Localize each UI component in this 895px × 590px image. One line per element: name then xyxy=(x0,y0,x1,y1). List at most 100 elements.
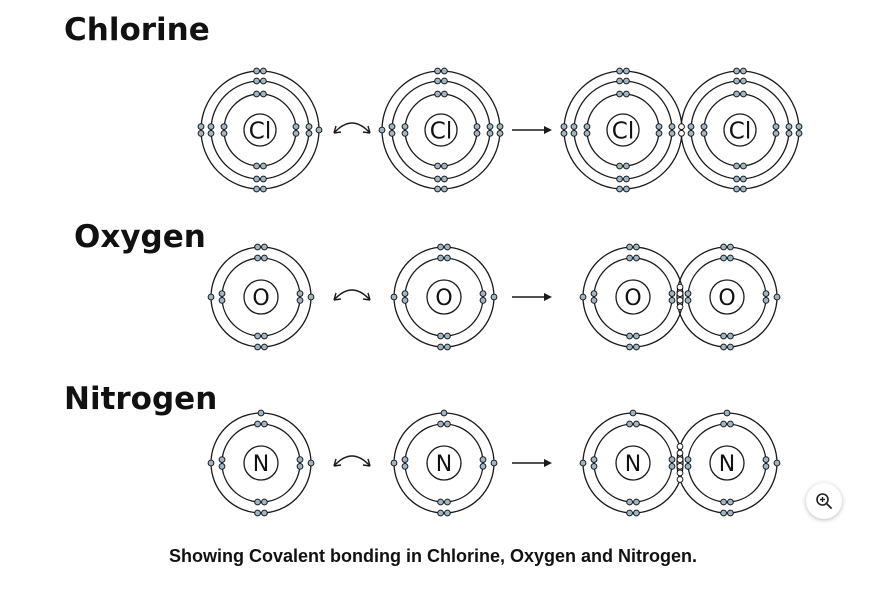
arrow-head-left xyxy=(333,125,342,134)
electron xyxy=(668,130,676,137)
electron xyxy=(785,123,793,130)
exchange-arrow xyxy=(333,289,371,301)
nucleus xyxy=(426,445,462,481)
electron xyxy=(220,123,228,130)
electron xyxy=(583,123,591,130)
electron xyxy=(437,254,445,262)
electron xyxy=(590,297,598,304)
electron xyxy=(218,463,226,470)
electron xyxy=(700,130,708,137)
electron xyxy=(720,243,727,251)
electron xyxy=(633,343,640,351)
arrow-head-left xyxy=(333,292,342,301)
shared-electrons xyxy=(676,443,684,483)
electron xyxy=(626,509,633,517)
electron xyxy=(253,185,261,193)
electron xyxy=(218,456,226,464)
electron xyxy=(668,463,676,470)
electron xyxy=(623,185,630,193)
electron xyxy=(444,343,451,351)
electron xyxy=(496,130,504,137)
element-symbol: O xyxy=(718,286,735,311)
electron xyxy=(479,297,487,304)
electron xyxy=(473,123,481,130)
electron xyxy=(378,126,386,134)
nucleus xyxy=(606,113,640,147)
electron xyxy=(479,290,487,298)
shared-electron xyxy=(676,462,684,470)
element-symbol: N xyxy=(253,452,269,477)
shared-electron xyxy=(676,476,684,483)
electron xyxy=(434,67,442,75)
electron xyxy=(579,459,587,467)
arrow-head-right xyxy=(362,292,371,301)
electron xyxy=(623,77,630,85)
element-symbol: N xyxy=(625,452,641,477)
electron xyxy=(616,90,623,98)
electron xyxy=(733,77,740,85)
electron xyxy=(260,162,267,170)
electron xyxy=(253,67,261,75)
electron xyxy=(626,343,633,351)
electron xyxy=(590,456,598,464)
electron xyxy=(479,456,487,464)
electron xyxy=(772,130,780,137)
electron xyxy=(473,130,481,137)
electron xyxy=(486,130,494,137)
shared-electron xyxy=(676,469,684,477)
electron xyxy=(773,293,781,301)
exchange-arrow xyxy=(333,455,371,467)
electron xyxy=(253,175,261,183)
electron xyxy=(626,498,633,506)
atom-left: O xyxy=(207,243,315,351)
electron xyxy=(292,130,300,137)
electron xyxy=(388,123,396,130)
shared-electrons xyxy=(676,283,684,311)
arrow-curve xyxy=(333,122,371,134)
electron xyxy=(254,254,262,262)
electron xyxy=(720,509,727,517)
zoom-in-button[interactable] xyxy=(806,483,842,519)
nucleus xyxy=(615,279,651,315)
arrow-curve xyxy=(333,289,371,301)
electron xyxy=(441,77,448,85)
electron xyxy=(401,123,409,130)
electron xyxy=(261,254,268,262)
electron xyxy=(440,409,448,417)
electron xyxy=(254,343,262,351)
electron xyxy=(490,459,498,467)
electron xyxy=(296,290,304,298)
electron xyxy=(560,130,568,137)
electron xyxy=(220,130,228,137)
electron xyxy=(762,463,770,470)
element-symbol: Cl xyxy=(430,118,452,144)
electron xyxy=(260,175,267,183)
electron xyxy=(437,243,445,251)
shared-electrons xyxy=(678,123,685,137)
electron xyxy=(623,90,630,98)
element-symbol: N xyxy=(436,452,452,477)
element-symbol: O xyxy=(624,286,641,311)
electron xyxy=(444,254,451,262)
electron xyxy=(254,420,262,428)
electron xyxy=(292,123,300,130)
electron xyxy=(261,243,268,251)
electron xyxy=(795,123,803,130)
electron xyxy=(218,297,226,304)
electron xyxy=(437,498,445,506)
electron xyxy=(570,130,578,137)
element-symbol: N xyxy=(719,452,735,477)
electron xyxy=(401,463,409,470)
electron xyxy=(727,509,734,517)
electron xyxy=(434,90,442,98)
electron xyxy=(633,332,640,340)
electron xyxy=(307,459,315,467)
electron xyxy=(727,343,734,351)
electron xyxy=(444,420,451,428)
electron xyxy=(623,175,630,183)
arrow-head xyxy=(544,126,552,134)
electron xyxy=(772,123,780,130)
nucleus xyxy=(426,279,462,315)
electron xyxy=(437,343,445,351)
